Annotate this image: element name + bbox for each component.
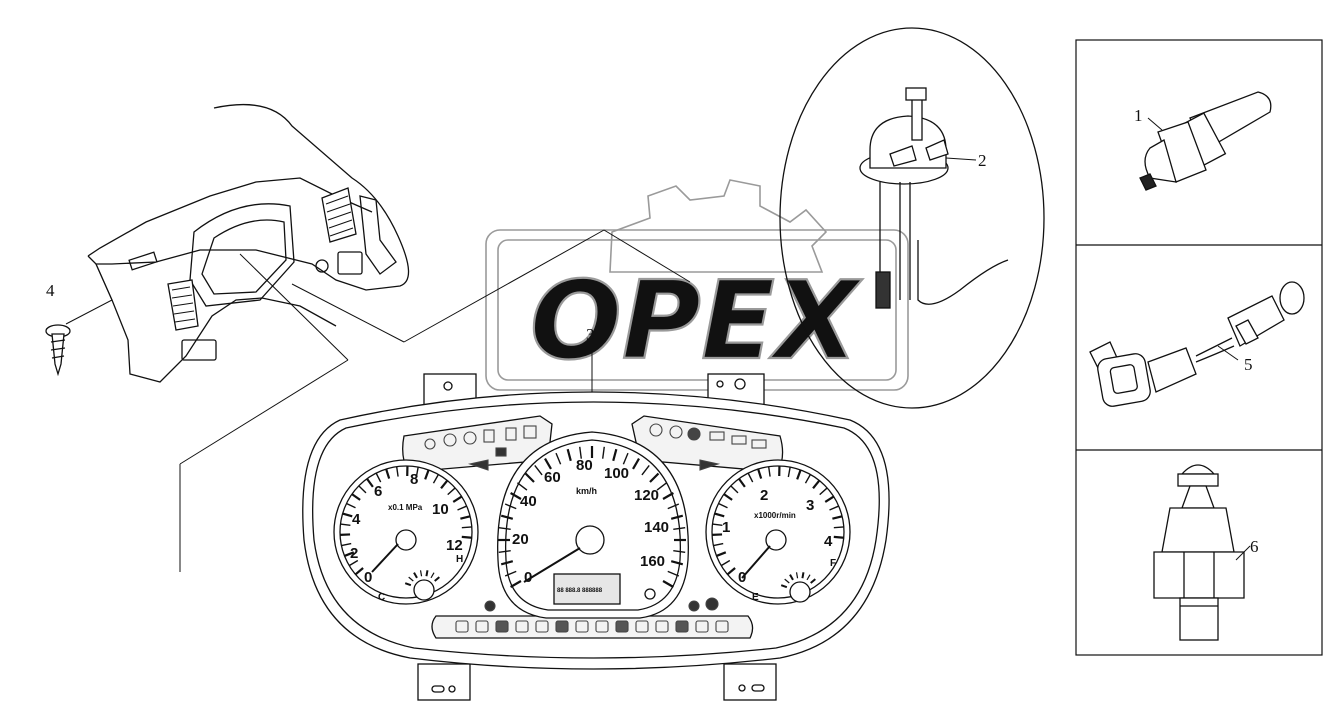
speed-tick-160: 160 [640,553,665,570]
lamp-icon [496,448,506,456]
callout-4: 4 [46,281,55,300]
pressure-tick-2: 2 [350,545,358,562]
mount-tab-bottom-left [418,664,470,700]
lamp-strip-bottom [432,616,753,638]
rpm-tick-4: 4 [824,533,833,550]
speedometer-hub [576,526,604,554]
pressure-tick-4: 4 [352,511,361,528]
speed-tick-100: 100 [604,465,629,482]
speed-tick-60: 60 [544,469,561,486]
gauge-tick [834,537,844,538]
callout-2: 2 [978,151,987,170]
callout-6: 6 [1250,537,1259,556]
speed-tick-0: 0 [524,569,532,586]
pressure-tick-12: 12 [446,537,463,554]
rpm-tick-3: 3 [806,497,814,514]
lamp-icon [688,428,700,440]
pressure-tick-6: 6 [374,483,382,500]
pressure-tick-10: 10 [432,501,449,518]
gauge-tick [462,527,472,528]
odometer-readout: 88 888.8 888888 [557,588,603,594]
fuel-full-label: F [830,558,836,569]
pressure-tick-8: 8 [410,471,418,488]
warning-lamp-icon [616,621,628,632]
fuel-gauge-hub [790,582,810,602]
callout-3: 3 [586,325,595,344]
warning-lamp-icon [556,621,568,632]
lamp-icon [689,601,699,611]
fuel-empty-label: E [752,592,759,603]
warning-lamp-icon [496,621,508,632]
speed-unit: km/h [576,486,597,496]
pressure-gauge-hub [396,530,416,550]
temp-gauge-hub [414,580,434,600]
pressure-tick-0: 0 [364,569,372,586]
speed-tick-20: 20 [512,531,529,548]
speed-tick-120: 120 [634,487,659,504]
callout-1: 1 [1134,106,1143,125]
speed-tick-40: 40 [520,493,537,510]
speed-tick-80: 80 [576,457,593,474]
watermark-logo: OPEX [486,180,908,390]
gauge-tick [426,570,427,576]
part-6-pressure-sensor [1154,465,1244,640]
callout-5: 5 [1244,355,1253,374]
temp-hot-label: H [456,554,463,565]
pressure-unit: x0.1 MPa [388,503,423,512]
warning-lamp-icon [676,621,688,632]
part-5-connector-harness [1090,282,1304,408]
gauge-tick [462,537,472,538]
mount-tab-bottom-right [724,664,776,700]
part-1-temperature-sensor [1140,92,1271,190]
gauge-tick [802,572,803,578]
part-4-screw [46,325,70,374]
rpm-tick-2: 2 [760,487,768,504]
lamp-icon [706,598,718,610]
rpm-unit: x1000r/min [754,511,796,520]
speed-tick-140: 140 [644,519,669,536]
dashboard-housing [88,105,409,382]
temp-cold-label: C [378,592,385,603]
rpm-tick-0: 0 [738,569,746,586]
gauge-tick [834,527,844,528]
instrument-cluster [303,374,889,700]
watermark-text: OPEX [530,259,863,384]
rpm-tick-1: 1 [722,519,730,536]
oil-can-icon [485,601,495,611]
